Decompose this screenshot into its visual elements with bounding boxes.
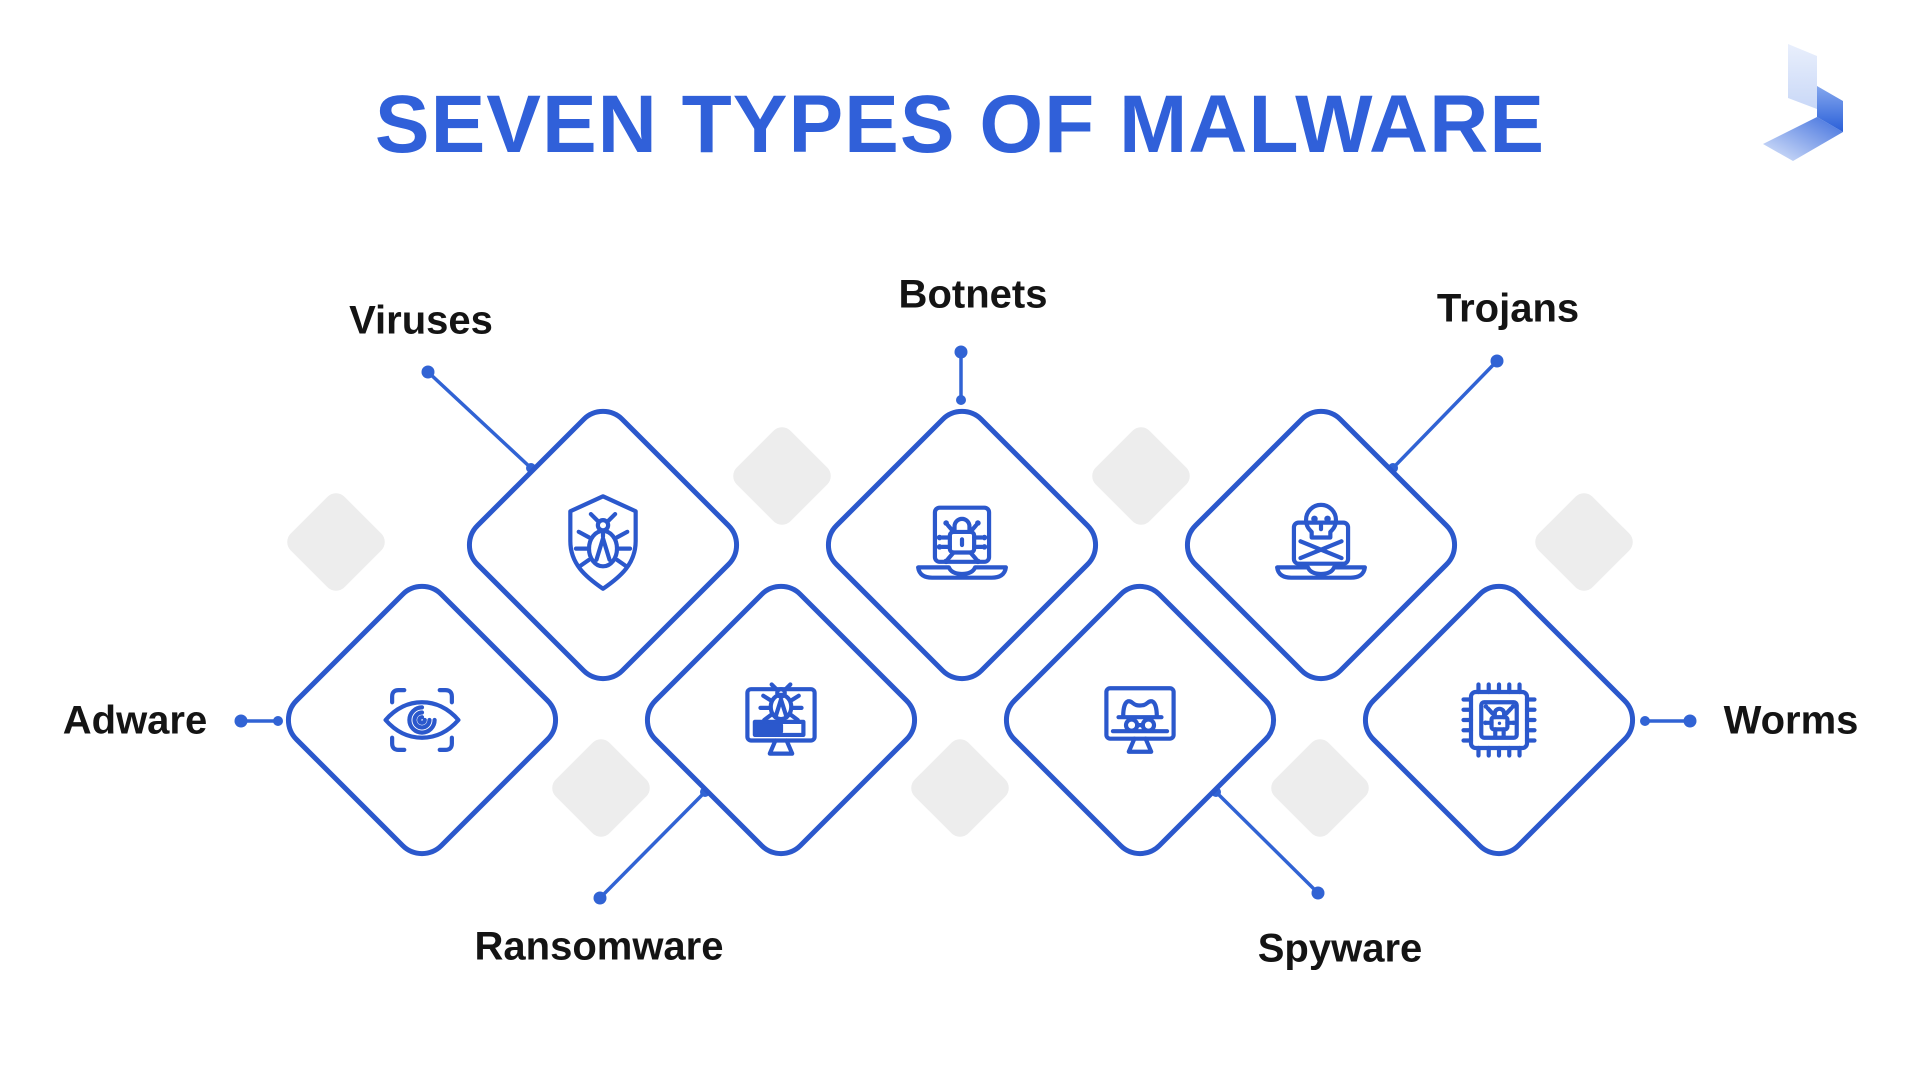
- monitor-bug-progress-icon: [745, 682, 817, 756]
- label-trojans: Trojans: [1436, 286, 1580, 331]
- shield-bug-icon: [568, 494, 638, 591]
- brand-ribbon-logo: [1763, 44, 1843, 161]
- monitor-incognito-icon: [1104, 686, 1176, 754]
- label-worms: Worms: [1723, 698, 1859, 743]
- spyware-connector: [1214, 790, 1320, 895]
- laptop-skull-icon: [1275, 502, 1367, 580]
- viruses-connector: [426, 370, 533, 470]
- trojans-connector: [1391, 359, 1499, 470]
- label-spyware: Spyware: [1257, 926, 1423, 971]
- label-botnets: Botnets: [898, 272, 1048, 317]
- page-title: SEVEN TYPES OF MALWARE: [374, 79, 1546, 170]
- laptop-network-lock-icon: [916, 505, 1008, 580]
- ransomware-connector: [598, 790, 707, 900]
- label-adware: Adware: [62, 698, 208, 743]
- chip-lock-icon: [1461, 682, 1537, 758]
- label-ransomware: Ransomware: [474, 924, 724, 969]
- eye-scan-icon: [383, 688, 461, 752]
- label-viruses: Viruses: [349, 298, 493, 343]
